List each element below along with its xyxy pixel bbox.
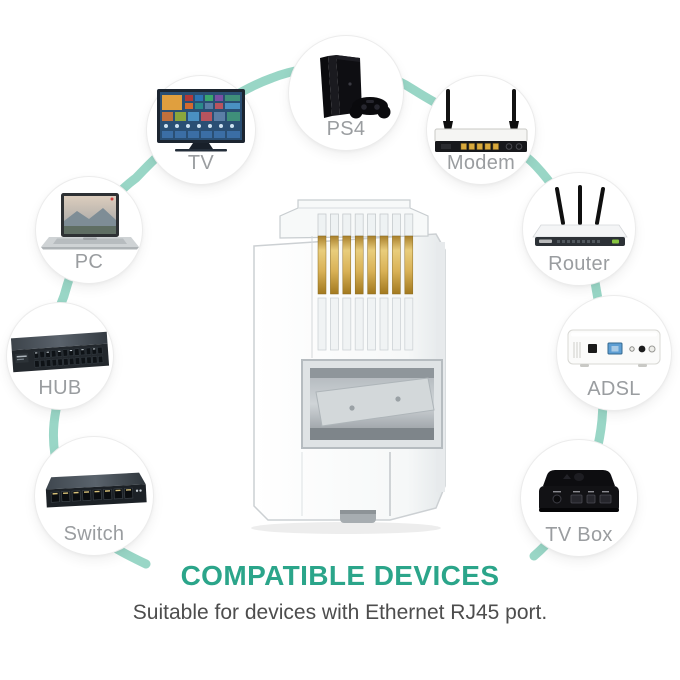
device-circle-tvbox: TV Box: [520, 439, 638, 557]
game-console-icon: [298, 46, 394, 122]
device-label-tv: TV: [187, 152, 215, 174]
device-circle-tv: TV: [146, 75, 256, 185]
device-label-pc: PC: [74, 251, 104, 273]
network-hub-icon: [8, 325, 112, 379]
adsl-modem-icon: [562, 320, 666, 378]
router-icon: [527, 185, 631, 253]
page-subtitle: Suitable for devices with Ethernet RJ45 …: [132, 601, 548, 624]
tv-box-icon: [529, 464, 629, 524]
page-title: COMPATIBLE DEVICES: [180, 560, 500, 591]
device-label-hub: HUB: [38, 377, 82, 399]
device-circle-adsl: ADSL: [556, 295, 672, 411]
tv-icon: [155, 87, 247, 155]
device-label-tvbox: TV Box: [545, 524, 613, 546]
device-label-router: Router: [548, 253, 610, 275]
device-circle-pc: PC: [35, 176, 143, 284]
network-switch-icon: [40, 463, 148, 519]
device-label-adsl: ADSL: [587, 378, 641, 400]
modem-icon: [431, 87, 531, 157]
laptop-icon: [37, 191, 141, 253]
device-label-modem: Modem: [446, 152, 516, 174]
device-circle-modem: Modem: [426, 75, 536, 185]
device-circle-hub: HUB: [6, 302, 114, 410]
device-circle-ps4: PS4: [288, 35, 404, 151]
device-label-switch: Switch: [63, 523, 125, 545]
device-label-ps4: PS4: [326, 118, 366, 140]
rj45-connector-image: [240, 190, 460, 540]
device-circle-switch: Switch: [34, 436, 154, 556]
device-circle-router: Router: [522, 172, 636, 286]
